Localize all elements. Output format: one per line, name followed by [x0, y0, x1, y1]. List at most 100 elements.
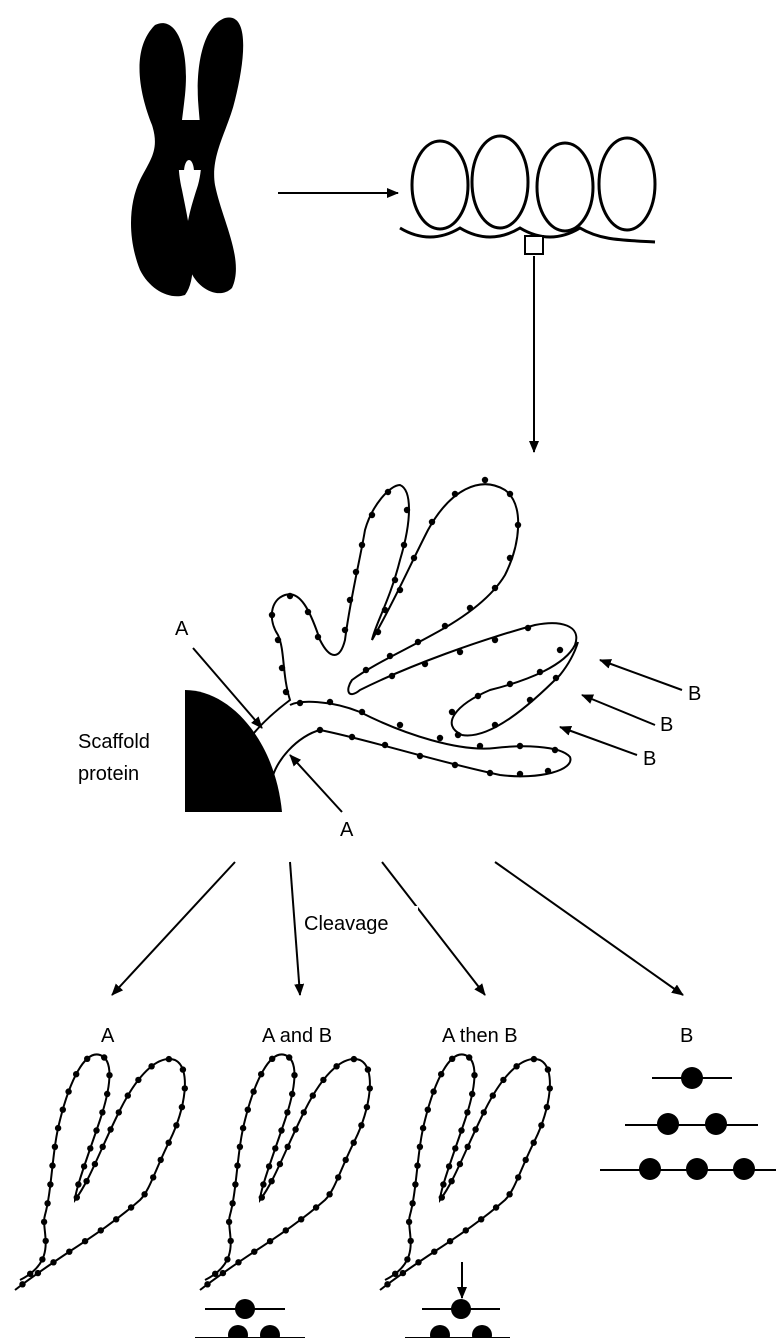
loop-dot [74, 1194, 80, 1200]
loop-dot [237, 1144, 243, 1150]
loop-dot [229, 1200, 235, 1206]
loop-dot [351, 1056, 357, 1062]
loop-dot [150, 1174, 156, 1180]
loop-dot [408, 1238, 414, 1244]
loop-dot [267, 1238, 273, 1244]
loop-dot [452, 1145, 458, 1151]
loop-dot [98, 1227, 104, 1233]
loop-dot [464, 1109, 470, 1115]
loop-dot [285, 1144, 291, 1150]
loop-dot [472, 1126, 478, 1132]
loop-dot [466, 1054, 472, 1060]
loop-dot [49, 1162, 55, 1168]
loop-dot [417, 1144, 423, 1150]
loop-dot [493, 1204, 499, 1210]
loop-dot [250, 1088, 256, 1094]
loop-dot [471, 1072, 477, 1078]
loop-dot [515, 1174, 521, 1180]
loop-dot [166, 1140, 172, 1146]
loop-dot [481, 1109, 487, 1115]
loop-dot [19, 1281, 25, 1287]
loop-dot [44, 1200, 50, 1206]
loop-dot [448, 1178, 454, 1184]
loop-dot [39, 1256, 45, 1262]
arrow-b1 [600, 660, 682, 690]
nucleosome [733, 1158, 755, 1180]
result-label-a-and-b: A and B [262, 1025, 332, 1047]
nucleosome [451, 1299, 471, 1319]
loop-dot [463, 1227, 469, 1233]
loop-dot [364, 1104, 370, 1110]
loop-dot [148, 1063, 154, 1069]
result-label-a: A [101, 1025, 115, 1047]
loop-dot [545, 1066, 551, 1072]
loop-dot [310, 1092, 316, 1098]
loop-dot [107, 1126, 113, 1132]
loop-dot [41, 1219, 47, 1225]
loop-dot [104, 1091, 110, 1097]
loop-dot [27, 1271, 33, 1277]
loop-dot [166, 1056, 172, 1062]
loop-dot [367, 1085, 373, 1091]
loop-dot [490, 1092, 496, 1098]
loop-dot [269, 1056, 275, 1062]
loop-dot [232, 1181, 238, 1187]
loop-dot [547, 1085, 553, 1091]
loop-dot [224, 1256, 230, 1262]
arrow-a-lower [290, 755, 342, 812]
loop-dot [66, 1249, 72, 1255]
arrow-to-result-a [112, 862, 235, 995]
loop-dot [438, 1071, 444, 1077]
nucleosome [228, 1325, 248, 1338]
loop-dot [228, 1238, 234, 1244]
loop-dot [116, 1109, 122, 1115]
loop-dot [234, 1162, 240, 1168]
loop-dot [83, 1178, 89, 1184]
dna-loop-domain [232, 477, 578, 790]
released-loop-a-and-b [200, 1054, 370, 1290]
nucleosome [681, 1067, 703, 1089]
loop-dot [65, 1088, 71, 1094]
loop-dot [266, 1163, 272, 1169]
arrow-to-result-b [495, 862, 683, 995]
loop-dot [414, 1162, 420, 1168]
loop-dot [449, 1056, 455, 1062]
loop-dot [286, 1054, 292, 1060]
loop-dot [235, 1259, 241, 1265]
label-a-upper: A [175, 618, 189, 640]
loop-dot [251, 1249, 257, 1255]
loop-dot [180, 1066, 186, 1072]
arrow-b2 [582, 695, 655, 725]
loop-dot [544, 1104, 550, 1110]
loop-dot [292, 1126, 298, 1132]
loop-dot [406, 1219, 412, 1225]
loop-dot [204, 1281, 210, 1287]
loop-dot [415, 1259, 421, 1265]
loop-dot [523, 1157, 529, 1163]
loop-dot [358, 1122, 364, 1128]
loop-dot [430, 1088, 436, 1094]
loop-dot [73, 1071, 79, 1077]
loop-dot [457, 1161, 463, 1167]
loop-dot [469, 1091, 475, 1097]
loop-dot [351, 1140, 357, 1146]
loop-dot [446, 1163, 452, 1169]
loop-dot [384, 1281, 390, 1287]
loop-dot [283, 1227, 289, 1233]
nucleosome [430, 1325, 450, 1338]
loop-dot [141, 1191, 147, 1197]
chromatin-loops [400, 136, 655, 254]
loop-dot [320, 1077, 326, 1083]
loop-dot [93, 1127, 99, 1133]
zoom-box [525, 236, 543, 254]
loop-dot [335, 1174, 341, 1180]
loop-dot [92, 1161, 98, 1167]
loop-dot [259, 1194, 265, 1200]
loop-dot [538, 1122, 544, 1128]
nucleosome-ladder-a-and-b [195, 1299, 305, 1338]
loop-dot [82, 1238, 88, 1244]
loop-dot [458, 1127, 464, 1133]
nucleosome [639, 1158, 661, 1180]
loop-dot [182, 1085, 188, 1091]
